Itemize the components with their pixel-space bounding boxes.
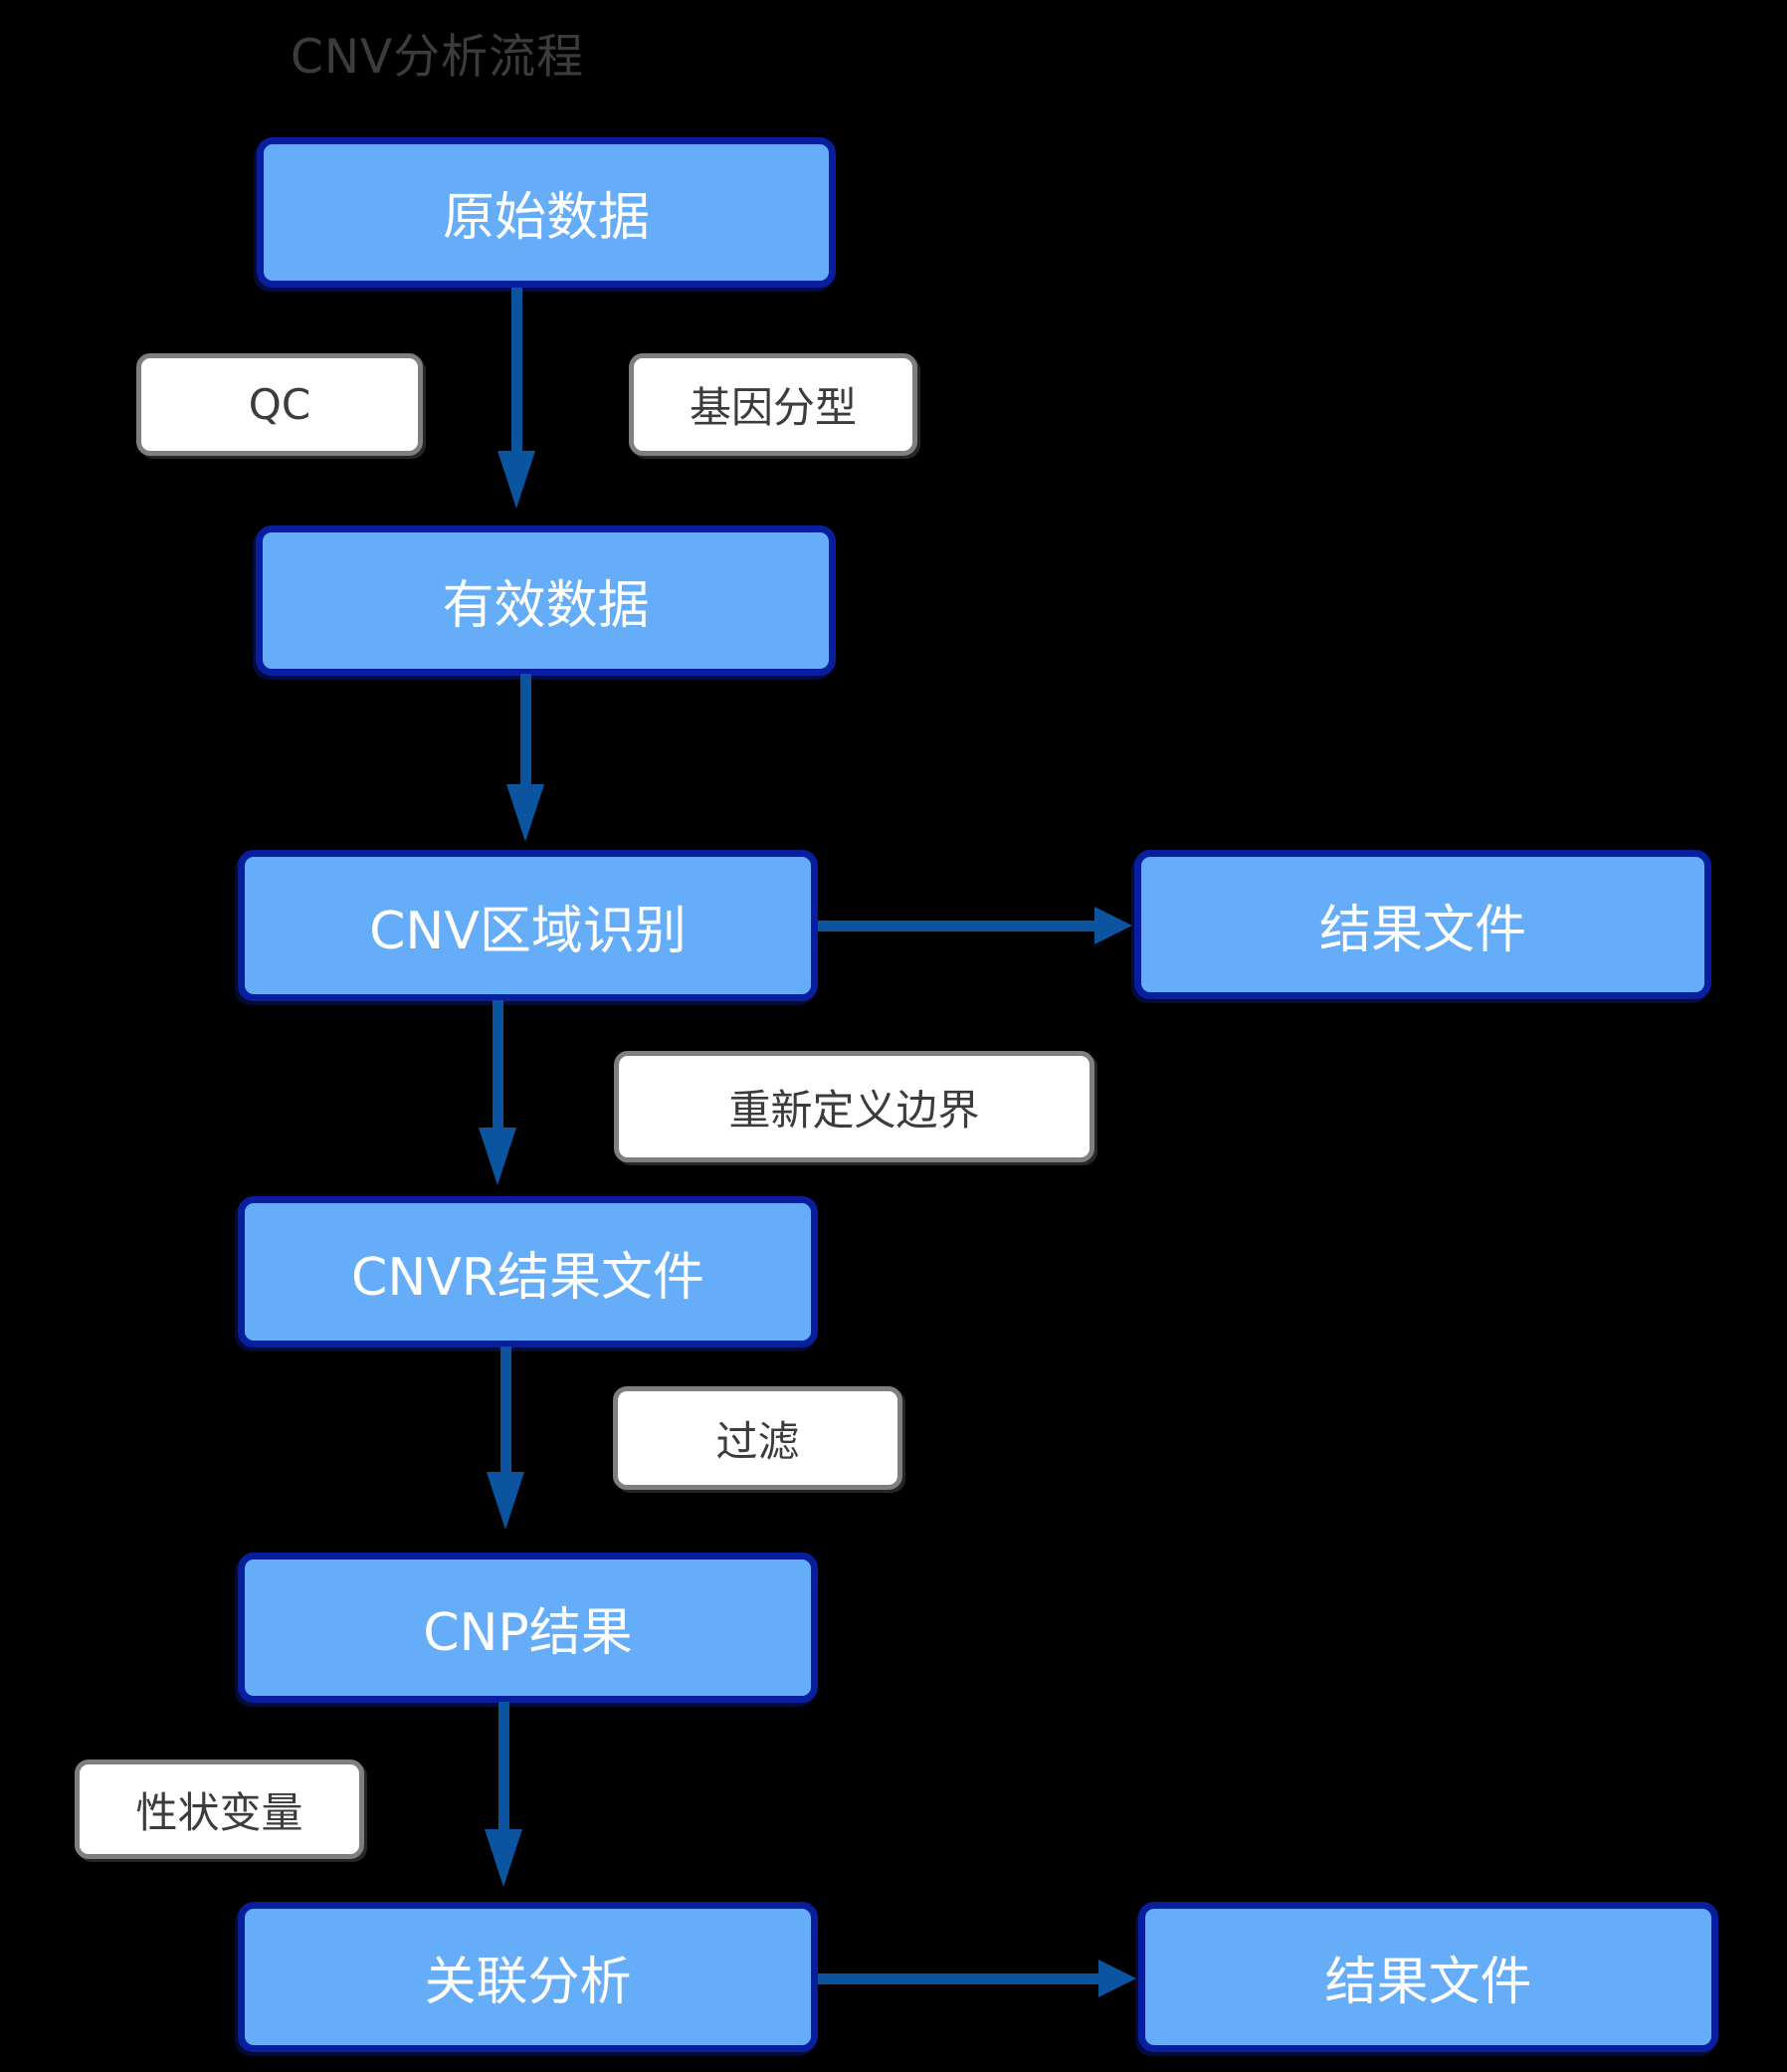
node-raw-data: 原始数据 bbox=[257, 137, 836, 288]
arrow-cnv-to-cnvr-head-icon bbox=[479, 1128, 516, 1185]
arrow-assoc-to-result-head-icon bbox=[1098, 1960, 1136, 1997]
label-redefine-text: 重新定义边界 bbox=[728, 1085, 980, 1135]
arrow-cnvr-to-cnp-head-icon bbox=[487, 1472, 524, 1530]
node-cnvr-result-file: CNVR结果文件 bbox=[238, 1196, 818, 1347]
label-filter: 过滤 bbox=[613, 1386, 902, 1490]
arrow-cnp-to-assoc-head-icon bbox=[485, 1829, 522, 1887]
arrow-cnv-to-result-stem bbox=[818, 921, 1096, 932]
arrow-valid-to-cnv-head-icon bbox=[506, 784, 544, 842]
node-cnv-region-label: CNV区域识别 bbox=[369, 901, 687, 961]
label-genotyping-text: 基因分型 bbox=[689, 383, 857, 432]
node-valid-data-label: 有效数据 bbox=[442, 576, 650, 636]
arrow-cnv-to-result-head-icon bbox=[1094, 907, 1132, 944]
diagram-title: CNV分析流程 bbox=[291, 30, 585, 85]
arrow-raw-to-valid-stem bbox=[511, 288, 522, 455]
label-trait-text: 性状变量 bbox=[135, 1787, 303, 1837]
node-association-label: 关联分析 bbox=[424, 1953, 632, 2012]
node-valid-data: 有效数据 bbox=[256, 525, 836, 676]
node-cnp-result-label: CNP结果 bbox=[423, 1603, 633, 1663]
label-filter-text: 过滤 bbox=[715, 1416, 800, 1466]
label-genotyping: 基因分型 bbox=[629, 353, 917, 456]
node-association-analysis: 关联分析 bbox=[238, 1902, 818, 2052]
arrow-valid-to-cnv-stem bbox=[520, 674, 531, 786]
node-cnv-region-identification: CNV区域识别 bbox=[238, 850, 818, 1001]
label-redefine-boundary: 重新定义边界 bbox=[614, 1051, 1094, 1162]
node-result-file-top-label: 结果文件 bbox=[1318, 900, 1526, 960]
arrow-cnvr-to-cnp-stem bbox=[500, 1347, 511, 1474]
node-cnp-result: CNP结果 bbox=[238, 1553, 818, 1703]
arrow-cnp-to-assoc-stem bbox=[498, 1702, 509, 1831]
node-result-file-bottom: 结果文件 bbox=[1138, 1902, 1718, 2052]
arrow-cnv-to-cnvr-stem bbox=[493, 1000, 503, 1130]
node-result-file-top: 结果文件 bbox=[1134, 850, 1711, 999]
label-qc-text: QC bbox=[248, 380, 311, 429]
node-raw-data-label: 原始数据 bbox=[442, 188, 650, 248]
label-trait-variable: 性状变量 bbox=[75, 1760, 364, 1859]
label-qc: QC bbox=[136, 353, 423, 456]
arrow-raw-to-valid-head-icon bbox=[497, 451, 535, 509]
node-cnvr-result-label: CNVR结果文件 bbox=[351, 1247, 704, 1308]
arrow-assoc-to-result-stem bbox=[818, 1973, 1100, 1984]
node-result-file-bottom-label: 结果文件 bbox=[1324, 1953, 1532, 2012]
